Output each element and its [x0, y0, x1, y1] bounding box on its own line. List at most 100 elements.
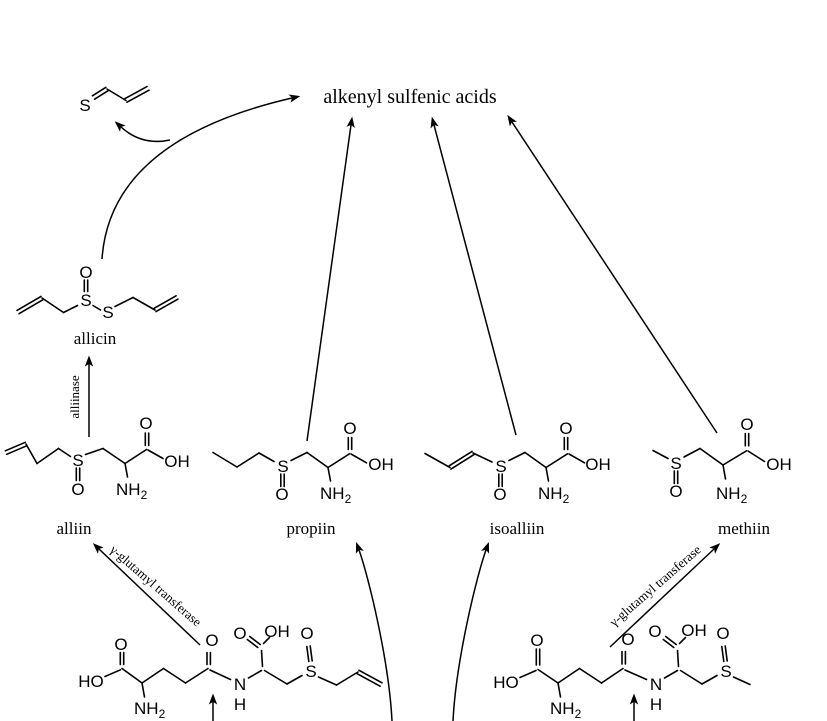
atom-o: O — [343, 419, 356, 438]
bond — [286, 674, 303, 685]
bond — [114, 296, 134, 308]
atom-nh2: NH2 — [134, 699, 166, 721]
atom-o: O — [139, 414, 152, 433]
label-ggt-left: γ-glutamyl transferase — [107, 541, 205, 629]
bond — [153, 294, 177, 310]
bond — [424, 452, 451, 469]
bond — [676, 649, 680, 668]
molecule-thioacrolein: S — [79, 85, 150, 115]
bond — [508, 451, 526, 462]
atom-n: N — [234, 675, 246, 694]
label-propiin: propiin — [286, 519, 336, 538]
label-alliin: alliin — [57, 519, 92, 538]
atom-o: O — [205, 631, 218, 650]
atom-ho: HO — [493, 673, 519, 692]
bond — [317, 676, 338, 686]
atom-s: S — [72, 451, 83, 470]
bond — [246, 638, 259, 649]
atom-o: O — [233, 624, 246, 643]
bond — [84, 447, 104, 456]
bond — [683, 447, 701, 458]
bond — [121, 667, 143, 684]
atom-s: S — [102, 303, 113, 322]
molecule-glutamyl-methyl-cysteine-sulfoxide: HO O NH2 O N H O OH O S — [493, 621, 751, 721]
bond — [124, 85, 148, 100]
arrow-glutamyl-to-methiin — [609, 543, 721, 648]
bond — [358, 669, 383, 684]
bond — [652, 449, 669, 460]
bond — [747, 450, 766, 463]
bond — [263, 669, 288, 685]
bond — [126, 89, 150, 103]
atom-o: O — [530, 631, 543, 650]
atom-s: S — [80, 291, 91, 310]
bond — [141, 667, 165, 684]
bond — [248, 635, 262, 646]
bond — [448, 450, 473, 467]
bond — [537, 668, 559, 684]
bond — [16, 295, 42, 312]
atom-o: O — [300, 624, 313, 643]
atom-h: H — [234, 695, 246, 714]
atom-oh: OH — [766, 455, 792, 474]
bond — [247, 669, 263, 679]
bond — [356, 672, 381, 688]
atom-s: S — [277, 457, 288, 476]
atom-ho: HO — [78, 672, 104, 691]
reaction-ggt-left: γ-glutamyl transferase — [92, 541, 205, 646]
bond — [327, 466, 332, 482]
atom-o: O — [114, 635, 127, 654]
bond — [724, 645, 729, 662]
bond — [93, 89, 109, 100]
atom-o: O — [621, 630, 634, 649]
bond — [155, 298, 179, 313]
bond — [124, 448, 148, 465]
bond — [306, 451, 329, 469]
bond — [4, 441, 27, 452]
bond — [212, 451, 238, 468]
bond — [699, 447, 724, 466]
bond — [41, 297, 65, 314]
bond — [678, 636, 687, 645]
atom-nh2: NH2 — [716, 484, 748, 506]
bond — [147, 449, 164, 460]
title-alkenyl-sulfenic-acids: alkenyl sulfenic acids — [323, 86, 496, 108]
bond — [722, 464, 727, 480]
bond — [701, 674, 718, 685]
atom-s: S — [720, 662, 731, 681]
bond — [524, 451, 547, 469]
bond — [720, 645, 725, 663]
arrow-propiin-to-sulfenic-acids — [306, 116, 355, 442]
atom-o: O — [559, 419, 572, 438]
molecule-propiin: S O NH2 O OH propiin — [212, 419, 394, 538]
bond — [104, 668, 122, 678]
arrow-bottom-to-isoalliin — [452, 542, 490, 721]
atom-nh2: NH2 — [538, 484, 570, 506]
atom-oh: OH — [681, 621, 707, 640]
bond — [350, 453, 368, 464]
arrow-bottom-to-propiin — [355, 542, 393, 721]
bond — [102, 447, 126, 465]
bond — [578, 667, 603, 684]
bond — [260, 649, 264, 668]
reaction-alliinase: alliinase — [67, 355, 94, 437]
bond — [663, 669, 679, 679]
bond — [258, 452, 275, 463]
bond — [184, 667, 209, 684]
bond — [472, 452, 493, 463]
bond — [91, 86, 107, 97]
atom-nh2: NH2 — [550, 699, 582, 721]
atom-h: H — [650, 695, 662, 714]
atom-oh: OH — [164, 452, 190, 471]
bond — [290, 451, 308, 462]
bond — [18, 298, 44, 315]
bond — [450, 453, 475, 470]
molecule-glutamyl-allyl-cysteine-sulfoxide: HO O NH2 O N H O OH O S — [78, 622, 383, 721]
atom-o: O — [71, 480, 84, 499]
molecule-isoalliin: S O NH2 O OH isoalliin — [424, 419, 611, 538]
molecule-methiin: S O NH2 O OH methiin — [652, 415, 792, 538]
bond — [327, 452, 351, 469]
bond — [209, 669, 232, 681]
bond — [309, 645, 314, 662]
